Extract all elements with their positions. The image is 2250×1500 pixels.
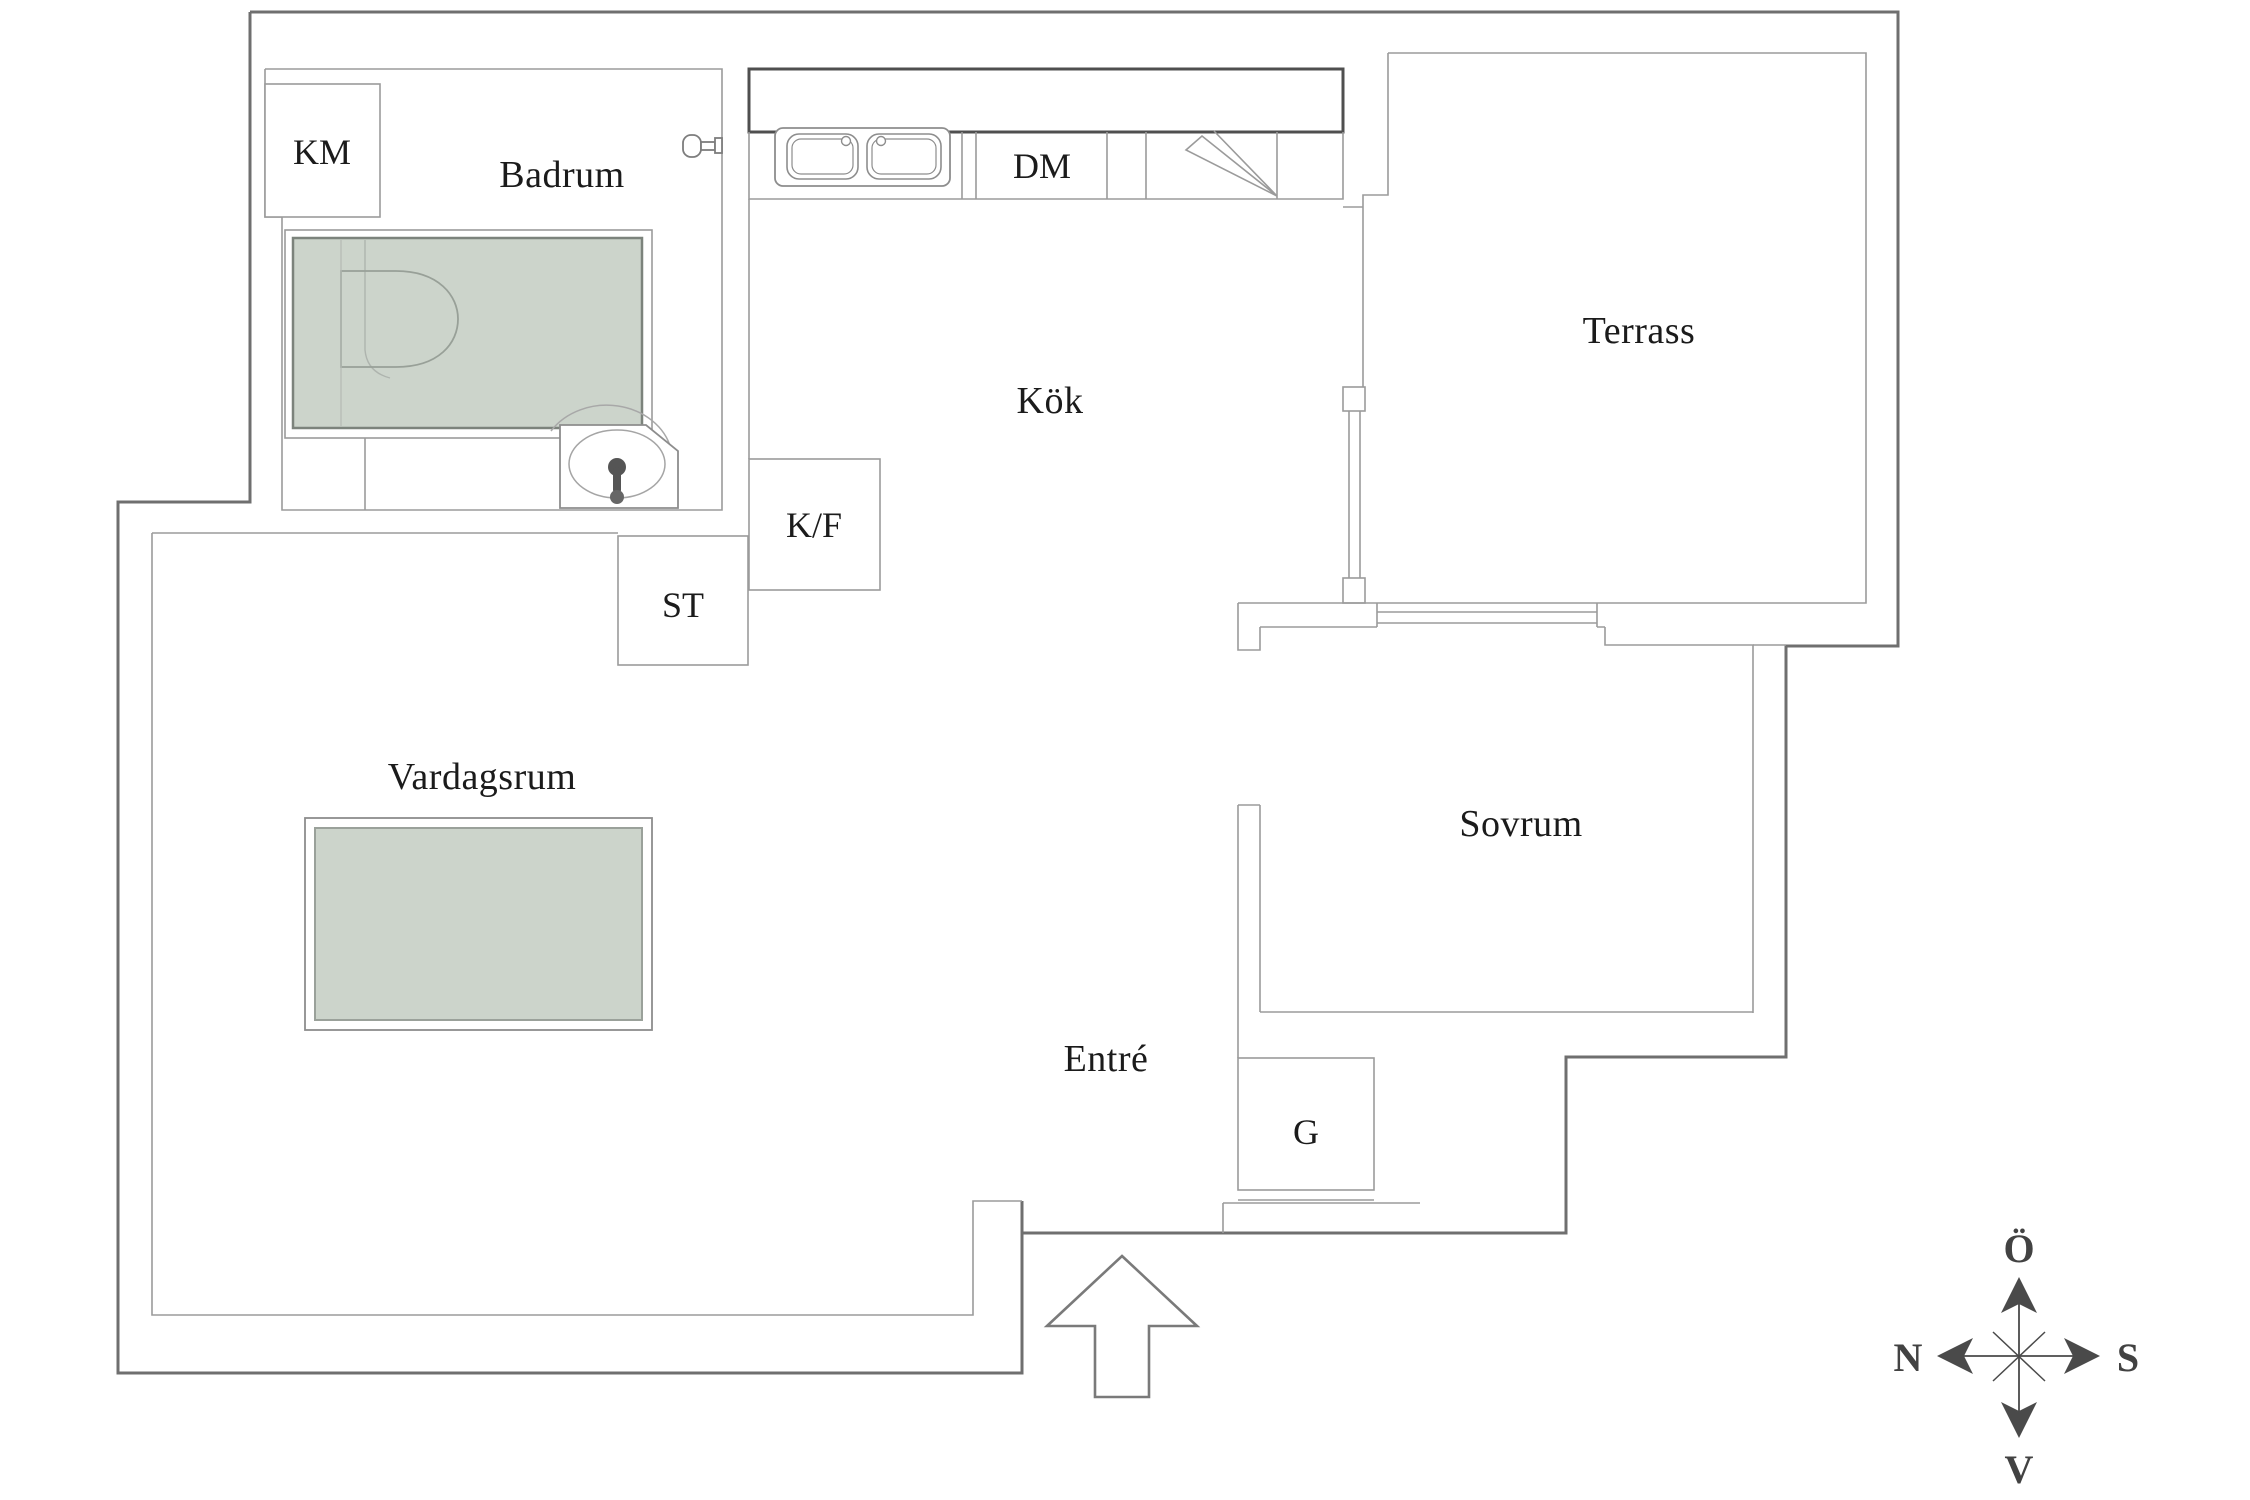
wardrobe-box (1237, 1057, 1375, 1191)
fixture-label-dm: DM (1013, 146, 1071, 186)
compass-arrow-right (2064, 1338, 2100, 1374)
living-room-rug (304, 817, 653, 1031)
fridge-freezer-box (748, 458, 881, 591)
bathroom-fixtures (264, 83, 723, 509)
door-handle-icon (682, 134, 723, 158)
compass-arrow-down (2001, 1402, 2037, 1438)
basin-tap-stem (613, 467, 621, 493)
pantry-box (617, 535, 749, 666)
shower-mat (291, 236, 644, 430)
room-label-sovrum: Sovrum (1459, 803, 1582, 845)
compass-arrow-left (1937, 1338, 1973, 1374)
kitchen-sink-icon (774, 127, 951, 187)
inner-walls (151, 52, 1867, 1316)
compass-label-up: Ö (2003, 1226, 2034, 1271)
cabinet-boxes (617, 458, 1375, 1191)
room-label-badrum: Badrum (499, 154, 624, 196)
outer-walls (116, 10, 1900, 1375)
basin-tap-base (610, 490, 624, 504)
room-label-entre: Entré (1064, 1038, 1149, 1080)
room-label-kok: Kök (1017, 380, 1084, 422)
compass-rose (1937, 1277, 2100, 1438)
compass-arrow-up (2001, 1277, 2037, 1313)
compass-label-down: V (2005, 1447, 2034, 1492)
fixture-label-g: G (1293, 1112, 1319, 1152)
washing-machine-box (264, 83, 381, 218)
toilet-icon (340, 270, 459, 368)
corner-unit-symbol (1184, 130, 1278, 197)
compass-label-right: S (2117, 1335, 2139, 1380)
basin-arc (550, 404, 672, 450)
entrance-arrow (1043, 1254, 1201, 1399)
room-label-vardagsrum: Vardagsrum (388, 756, 577, 798)
fixture-label-st: ST (662, 585, 704, 625)
kitchen-fixtures (747, 67, 1345, 200)
fixture-label-kf: K/F (786, 505, 842, 545)
fixture-label-km: KM (293, 132, 351, 172)
compass-label-left: N (1894, 1335, 1923, 1380)
room-label-terrass: Terrass (1583, 310, 1696, 352)
kitchen-counter (747, 67, 1345, 134)
